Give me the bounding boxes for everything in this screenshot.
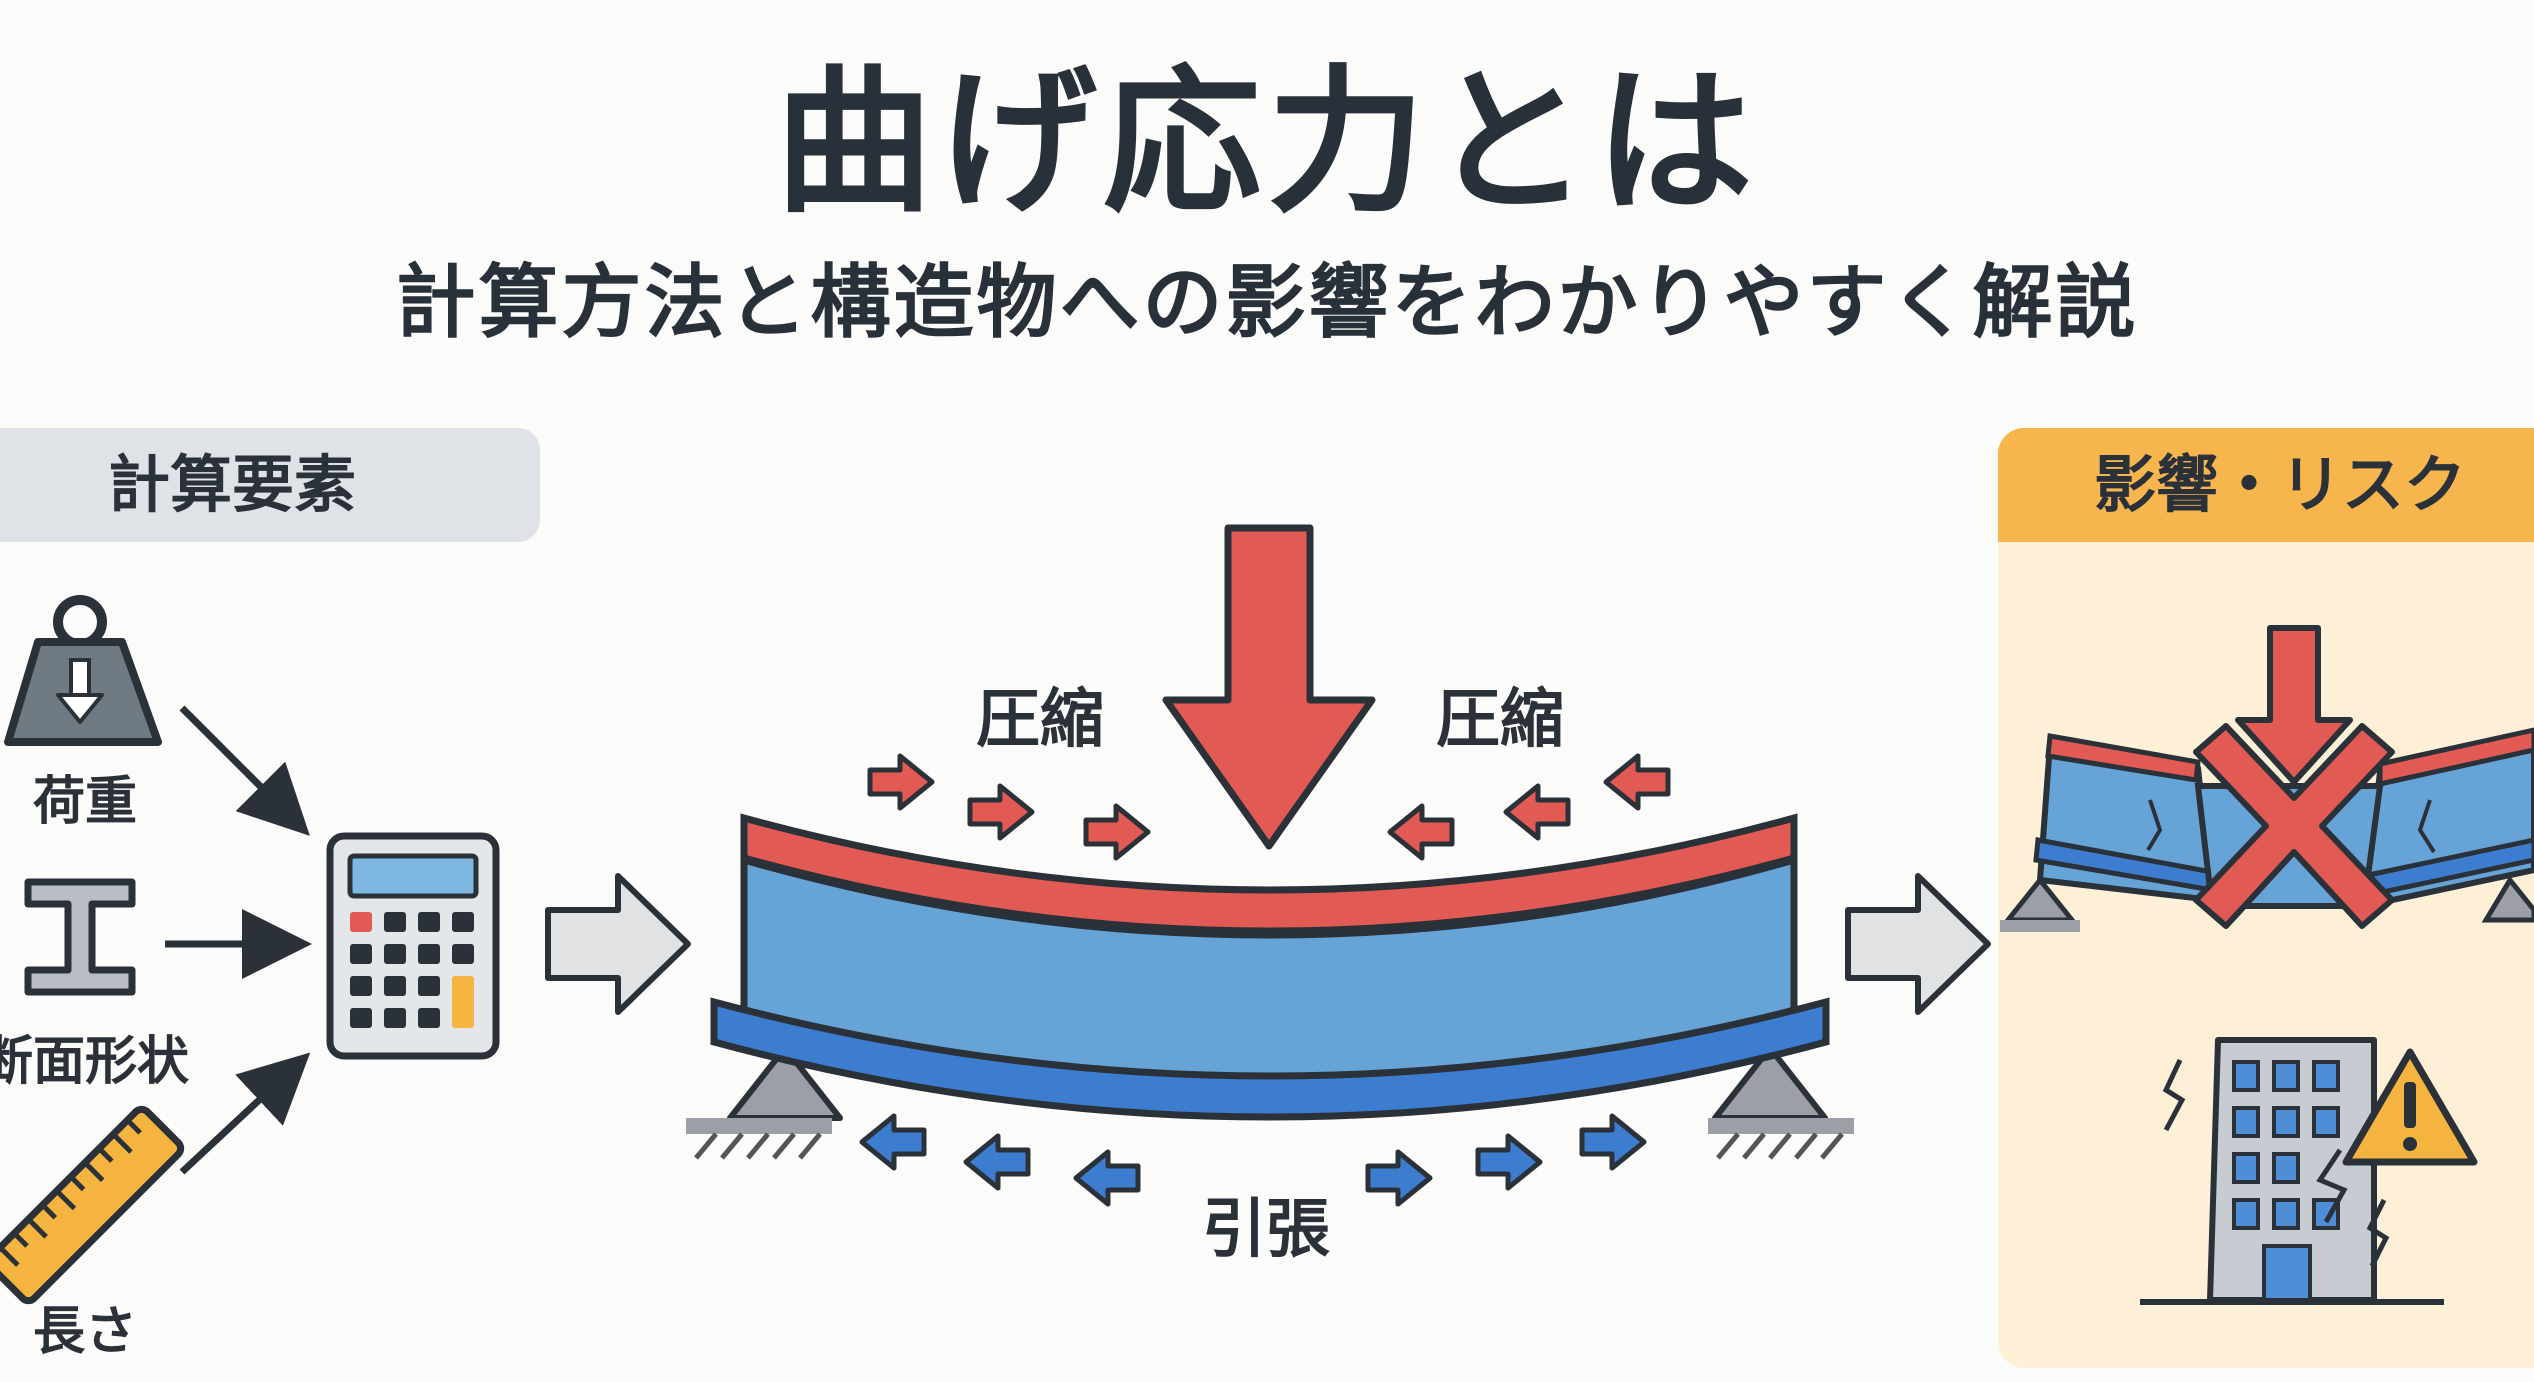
compression-right-label: 圧縮 xyxy=(1436,683,1564,757)
compression-arrows xyxy=(867,753,1671,861)
i-beam-icon xyxy=(24,878,136,996)
left-support xyxy=(686,1045,843,1160)
length-label: 長さ xyxy=(32,1302,137,1362)
load-label: 荷重 xyxy=(32,772,137,832)
beam-top-flange xyxy=(740,813,1798,935)
compression-left-label: 圧縮 xyxy=(976,683,1104,757)
calculator-icon xyxy=(326,832,500,1060)
load-to-calc-arrow xyxy=(179,705,310,836)
warning-icon xyxy=(2342,1048,2478,1166)
small-load-arrow xyxy=(2235,625,2353,785)
damaged-building-icon xyxy=(2140,1037,2444,1305)
impact-risk-header: 影響・リスク xyxy=(1998,428,2534,542)
tension-label: 引張 xyxy=(1202,1193,1330,1267)
length-to-calc-arrow xyxy=(179,1052,311,1175)
right-support xyxy=(1708,1045,1854,1160)
calc-elements-header: 計算要素 xyxy=(0,428,540,542)
weight-icon xyxy=(4,595,162,746)
tension-arrows xyxy=(859,1113,1647,1207)
load-arrow xyxy=(1162,524,1376,850)
flow-arrow-right xyxy=(1845,873,1991,1015)
flow-arrow-left xyxy=(545,873,691,1015)
beam-bottom-flange xyxy=(710,997,1830,1121)
page-title: 曲げ応力とは xyxy=(775,51,1759,235)
cross-mark-icon xyxy=(2193,723,2395,929)
page-subtitle: 計算方法と構造物への影響をわかりやすく解説 xyxy=(395,256,2139,349)
section-shape-label: 断面形状 xyxy=(0,1032,189,1092)
ruler-icon xyxy=(0,1105,185,1305)
